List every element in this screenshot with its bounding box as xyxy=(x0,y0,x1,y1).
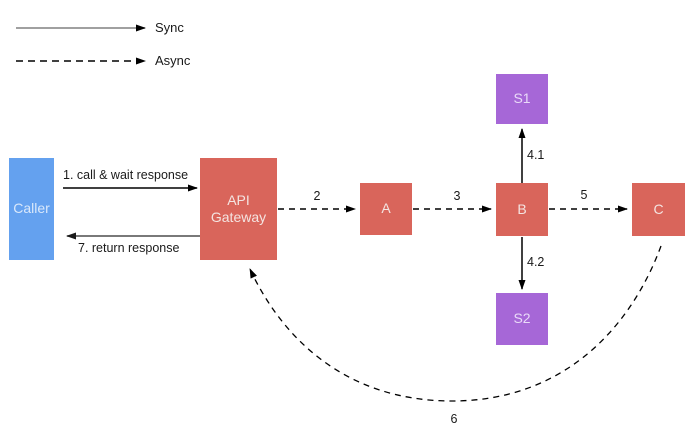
edge-label-step3: 3 xyxy=(453,189,461,203)
edge-label-step2: 2 xyxy=(313,189,321,203)
node-api-gateway: API Gateway xyxy=(200,158,277,260)
edge-label-step42: 4.2 xyxy=(527,255,545,269)
edge-label-step7: 7. return response xyxy=(78,241,180,255)
node-b: B xyxy=(496,183,548,236)
edge-label-step41: 4.1 xyxy=(527,148,545,162)
edge-label-step6: 6 xyxy=(450,412,458,426)
edge-label-step1: 1. call & wait response xyxy=(63,168,189,182)
node-c: C xyxy=(632,183,685,236)
node-a: A xyxy=(360,183,412,235)
node-caller: Caller xyxy=(9,158,54,260)
node-s2: S2 xyxy=(496,293,548,345)
legend-async-label: Async xyxy=(155,53,191,68)
node-s1: S1 xyxy=(496,74,548,124)
edge-label-step5: 5 xyxy=(580,188,588,202)
legend-sync-label: Sync xyxy=(155,20,184,35)
edge-step6-curve xyxy=(249,245,662,402)
